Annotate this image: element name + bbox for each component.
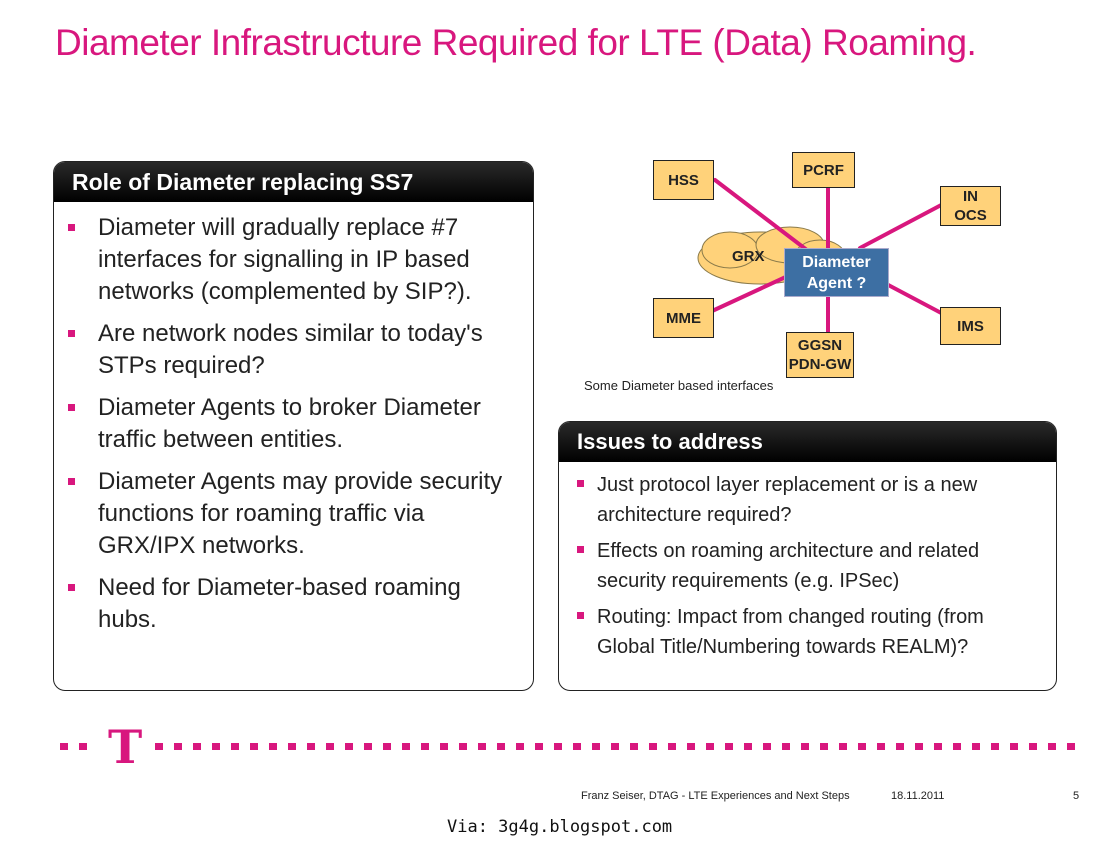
brand-dot <box>516 743 524 750</box>
brand-dot <box>839 743 847 750</box>
brand-dot <box>706 743 714 750</box>
footer-date: 18.11.2011 <box>891 790 945 802</box>
brand-dot <box>801 743 809 750</box>
brand-dot <box>345 743 353 750</box>
brand-dot <box>725 743 733 750</box>
brand-dot <box>858 743 866 750</box>
brand-dot <box>364 743 372 750</box>
pcrf-node: PCRF <box>792 152 855 188</box>
brand-dot <box>307 743 315 750</box>
link-mme <box>708 273 792 314</box>
list-item: Need for Diameter-based roaming hubs. <box>66 572 519 636</box>
list-item: Diameter Agents may provide security fun… <box>66 466 519 562</box>
brand-dot <box>915 743 923 750</box>
brand-dot <box>288 743 296 750</box>
brand-dot <box>668 743 676 750</box>
bullet-square-icon <box>68 478 75 485</box>
brand-dot <box>212 743 220 750</box>
diameter-agent-node: Diameter Agent ? <box>784 248 889 297</box>
brand-dot <box>1010 743 1018 750</box>
via-credit: Via: 3g4g.blogspot.com <box>447 817 673 837</box>
brand-dot <box>820 743 828 750</box>
brand-dot <box>459 743 467 750</box>
brand-dot <box>877 743 885 750</box>
bullet-square-icon <box>577 612 584 619</box>
brand-dot <box>744 743 752 750</box>
diagram-caption: Some Diameter based interfaces <box>584 378 774 393</box>
brand-dot <box>535 743 543 750</box>
brand-dot <box>592 743 600 750</box>
brand-dot <box>60 743 68 750</box>
bullet-square-icon <box>68 584 75 591</box>
brand-dot <box>934 743 942 750</box>
issues-panel: Issues to address Just protocol layer re… <box>558 421 1057 691</box>
list-item: Diameter will gradually replace #7 inter… <box>66 212 519 308</box>
brand-dot <box>269 743 277 750</box>
brand-dot <box>573 743 581 750</box>
brand-dot <box>497 743 505 750</box>
grx-label: GRX <box>732 248 765 265</box>
brand-dot <box>630 743 638 750</box>
mme-node: MME <box>653 298 714 338</box>
bullet-square-icon <box>577 480 584 487</box>
brand-dot <box>1048 743 1056 750</box>
brand-dot <box>250 743 258 750</box>
ims-node: IMS <box>940 307 1001 345</box>
brand-dot <box>687 743 695 750</box>
bullet-square-icon <box>68 224 75 231</box>
brand-dot <box>326 743 334 750</box>
page-number: 5 <box>1073 790 1080 802</box>
brand-dot <box>79 743 87 750</box>
diameter-diagram: GRX HSS PCRF IN OCS MME IMS GGSN PDN-GW … <box>560 140 1030 400</box>
brand-dot <box>193 743 201 750</box>
list-item: Effects on roaming architecture and rela… <box>575 536 1046 596</box>
brand-dot <box>1067 743 1075 750</box>
list-item: Diameter Agents to broker Diameter traff… <box>66 392 519 456</box>
list-item: Routing: Impact from changed routing (fr… <box>575 602 1046 662</box>
list-item: Are network nodes similar to today's STP… <box>66 318 519 382</box>
brand-dot <box>782 743 790 750</box>
panel-heading: Issues to address <box>559 422 1056 462</box>
brand-dot <box>649 743 657 750</box>
brand-dot <box>953 743 961 750</box>
brand-dot <box>896 743 904 750</box>
brand-dot <box>972 743 980 750</box>
ggsn-pdngw-node: GGSN PDN-GW <box>786 332 854 378</box>
bullet-list: Diameter will gradually replace #7 inter… <box>54 202 533 636</box>
list-item: Just protocol layer replacement or is a … <box>575 470 1046 530</box>
brand-dot <box>402 743 410 750</box>
bullet-list: Just protocol layer replacement or is a … <box>559 462 1056 662</box>
brand-dot <box>231 743 239 750</box>
bullet-square-icon <box>68 404 75 411</box>
in-ocs-node: IN OCS <box>940 186 1001 226</box>
brand-dot <box>383 743 391 750</box>
brand-dot <box>174 743 182 750</box>
brand-dot <box>991 743 999 750</box>
bullet-square-icon <box>68 330 75 337</box>
brand-dot <box>1029 743 1037 750</box>
slide-title: Diameter Infrastructure Required for LTE… <box>55 22 977 63</box>
brand-dot <box>421 743 429 750</box>
brand-dotted-line <box>60 743 1075 750</box>
brand-dot <box>611 743 619 750</box>
panel-heading: Role of Diameter replacing SS7 <box>54 162 533 202</box>
brand-dot <box>440 743 448 750</box>
role-of-diameter-panel: Role of Diameter replacing SS7 Diameter … <box>53 161 534 691</box>
brand-dot <box>763 743 771 750</box>
link-in-ocs <box>858 201 947 250</box>
bullet-square-icon <box>577 546 584 553</box>
link-hss <box>713 178 822 262</box>
brand-dot <box>478 743 486 750</box>
telekom-t-logo: T <box>108 720 143 774</box>
brand-dot <box>155 743 163 750</box>
hss-node: HSS <box>653 160 714 200</box>
footer-author: Franz Seiser, DTAG - LTE Experiences and… <box>581 790 850 802</box>
brand-dot <box>554 743 562 750</box>
